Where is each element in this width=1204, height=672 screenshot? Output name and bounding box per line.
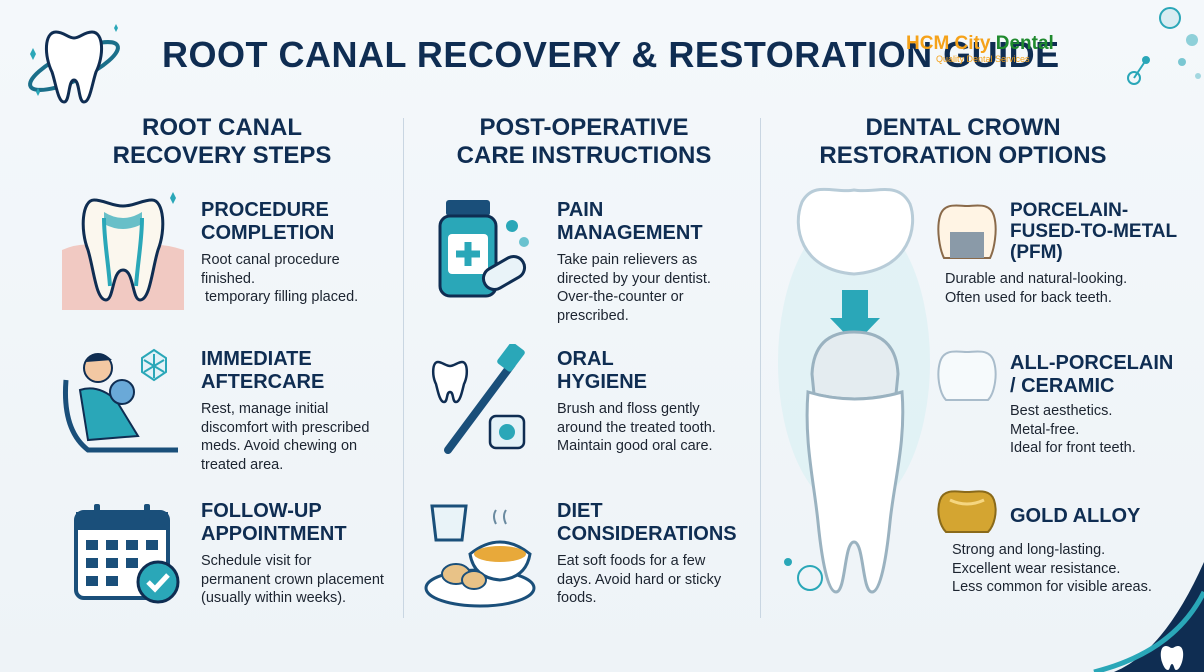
bubbles-decoration-icon xyxy=(1127,7,1201,85)
tooth-cross-section-icon xyxy=(62,192,184,310)
title-line: / CERAMIC xyxy=(1010,375,1115,397)
text-line: treated area. xyxy=(201,456,284,473)
care-2-title: ORAL HYGIENE xyxy=(557,348,647,394)
ceramic-crown-icon xyxy=(937,350,997,401)
soft-food-icon xyxy=(424,504,536,608)
text-line: Take pain relievers as xyxy=(557,252,698,268)
recovery-step-1-title: PROCEDURE COMPLETION xyxy=(201,199,334,245)
page-title: ROOT CANAL RECOVERY & RESTORATION GUIDE xyxy=(162,34,1060,75)
care-1-text: Take pain relievers as directed by your … xyxy=(557,251,711,325)
title-line: APPOINTMENT xyxy=(201,523,347,545)
title-line: ALL-PORCELAIN xyxy=(1010,352,1174,374)
crown-option-1-text: Durable and natural-looking. Often used … xyxy=(945,270,1127,307)
text-line: discomfort with prescribed xyxy=(201,419,370,436)
text-line: around the treated tooth. xyxy=(557,419,716,436)
text-line: finished. xyxy=(201,270,256,287)
title-line: PROCEDURE xyxy=(201,199,329,221)
recovery-step-3-text: Schedule visit for permanent crown place… xyxy=(201,552,384,608)
text-line: Durable and natural-looking. xyxy=(945,271,1128,287)
text-line: Often used for back teeth. xyxy=(945,289,1112,306)
text-line: Brush and floss gently xyxy=(557,401,700,417)
recovery-step-3-title: FOLLOW-UP APPOINTMENT xyxy=(201,500,347,546)
title-line: GOLD ALLOY xyxy=(1010,505,1141,527)
title-line: IMMEDIATE xyxy=(201,348,312,370)
title-line: ORAL xyxy=(557,348,614,370)
title-line: DIET xyxy=(557,500,603,522)
column-1-heading: ROOT CANAL RECOVERY STEPS xyxy=(72,114,372,170)
recovery-step-2-text: Rest, manage initial discomfort with pre… xyxy=(201,400,369,474)
recovery-step-1-text: Root canal procedure finished. temporary… xyxy=(201,251,358,307)
brand-name-part-a: HCM City xyxy=(906,33,996,54)
text-line: permanent crown placement xyxy=(201,571,384,588)
text-line: Rest, manage initial xyxy=(201,401,329,417)
tooth-logo-icon xyxy=(28,24,120,104)
care-3-title: DIET CONSIDERATIONS xyxy=(557,500,737,546)
text-line: prescribed. xyxy=(557,307,629,324)
column-2-heading: POST-OPERATIVE CARE INSTRUCTIONS xyxy=(434,114,734,170)
column-1-heading-line1: ROOT CANAL xyxy=(142,114,302,141)
gold-crown-icon xyxy=(937,490,997,533)
brand-name: HCM City Dental xyxy=(906,33,1054,55)
text-line: Ideal for front teeth. xyxy=(1010,440,1136,456)
text-line: Less common for visible areas. xyxy=(952,579,1152,595)
title-line: PAIN xyxy=(557,199,604,221)
title-line: (PFM) xyxy=(1010,242,1063,263)
toothbrush-icon xyxy=(432,344,526,454)
brand-name-part-b: Dental xyxy=(995,33,1054,54)
crown-option-3-text: Strong and long-lasting. Excellent wear … xyxy=(952,541,1152,597)
title-line: FUSED-TO-METAL xyxy=(1010,221,1178,242)
text-line: temporary filling placed. xyxy=(201,289,359,305)
crown-option-1-title: PORCELAIN- FUSED-TO-METAL (PFM) xyxy=(1010,200,1177,263)
medicine-bottle-icon xyxy=(438,200,529,298)
title-line: AFTERCARE xyxy=(201,371,325,393)
text-line: Schedule visit for xyxy=(201,553,312,569)
column-3-heading-line2: RESTORATION OPTIONS xyxy=(819,142,1107,169)
crown-option-2-title: ALL-PORCELAIN / CERAMIC xyxy=(1010,352,1173,398)
care-3-text: Eat soft foods for a few days. Avoid har… xyxy=(557,552,721,608)
pfm-crown-icon xyxy=(937,204,997,259)
title-line: CONSIDERATIONS xyxy=(557,523,737,545)
column-1-heading-line2: RECOVERY STEPS xyxy=(112,142,332,169)
brand-tagline: Quality Dental Services xyxy=(936,54,1030,64)
text-line: Excellent wear resistance. xyxy=(952,560,1121,577)
column-3-heading-line1: DENTAL CROWN xyxy=(865,114,1061,141)
column-2-heading-line2: CARE INSTRUCTIONS xyxy=(456,142,712,169)
care-1-title: PAIN MANAGEMENT xyxy=(557,199,703,245)
column-2-heading-line1: POST-OPERATIVE xyxy=(479,114,689,141)
text-line: Maintain good oral care. xyxy=(557,438,713,454)
text-line: Best aesthetics. xyxy=(1010,403,1113,419)
text-line: directed by your dentist. xyxy=(557,270,711,287)
calendar-check-icon xyxy=(74,504,180,604)
crown-option-3-title: GOLD ALLOY xyxy=(1010,505,1140,528)
title-line: MANAGEMENT xyxy=(557,222,703,244)
column-divider xyxy=(403,118,404,618)
resting-patient-icon xyxy=(62,348,178,453)
crown-on-tooth-illustration-icon xyxy=(778,187,930,594)
crown-option-2-text: Best aesthetics. Metal-free. Ideal for f… xyxy=(1010,402,1136,458)
care-2-text: Brush and floss gently around the treate… xyxy=(557,400,716,456)
text-line: days. Avoid hard or sticky xyxy=(557,571,722,588)
text-line: foods. xyxy=(557,590,597,606)
text-line: Strong and long-lasting. xyxy=(952,542,1106,558)
title-line: COMPLETION xyxy=(201,222,335,244)
column-divider xyxy=(760,118,761,618)
corner-wave-decoration-icon xyxy=(1093,562,1204,672)
title-line: FOLLOW-UP xyxy=(201,500,322,522)
text-line: Root canal procedure xyxy=(201,252,340,268)
recovery-step-2-title: IMMEDIATE AFTERCARE xyxy=(201,348,324,394)
text-line: meds. Avoid chewing on xyxy=(201,438,358,454)
title-line: PORCELAIN- xyxy=(1010,200,1129,221)
text-line: Eat soft foods for a few xyxy=(557,553,706,569)
text-line: Metal-free. xyxy=(1010,421,1080,438)
title-line: HYGIENE xyxy=(557,371,648,393)
text-line: Over-the-counter or xyxy=(557,289,684,305)
column-3-heading: DENTAL CROWN RESTORATION OPTIONS xyxy=(800,114,1126,170)
text-line: (usually within weeks). xyxy=(201,590,347,606)
